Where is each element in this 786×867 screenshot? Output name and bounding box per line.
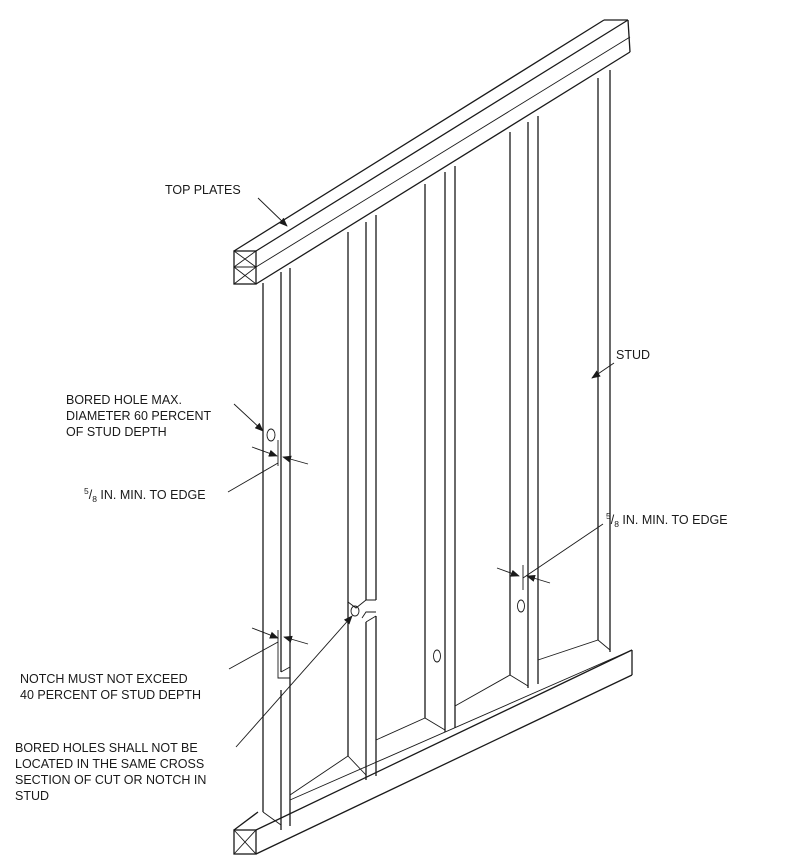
svg-text:SECTION OF CUT OR NOTCH IN: SECTION OF CUT OR NOTCH IN xyxy=(15,773,206,787)
label-bored-holes-cross-section: BORED HOLES SHALL NOT BE LOCATED IN THE … xyxy=(15,741,206,803)
leader-lines xyxy=(227,197,615,748)
top-plates xyxy=(233,19,631,285)
svg-text:DIAMETER 60 PERCENT: DIAMETER 60 PERCENT xyxy=(66,409,212,423)
bored-hole-4 xyxy=(517,599,525,613)
bored-hole-3 xyxy=(433,649,441,663)
bored-hole-1 xyxy=(266,428,276,442)
label-edge-right: 5/8 IN. MIN. TO EDGE xyxy=(606,511,728,529)
bored-hole-2 xyxy=(350,605,360,617)
svg-text:BORED HOLES SHALL NOT BE: BORED HOLES SHALL NOT BE xyxy=(15,741,198,755)
svg-text:OF STUD DEPTH: OF STUD DEPTH xyxy=(66,425,167,439)
svg-text:40 PERCENT OF STUD DEPTH: 40 PERCENT OF STUD DEPTH xyxy=(20,688,201,702)
svg-text:LOCATED IN THE SAME CROSS: LOCATED IN THE SAME CROSS xyxy=(15,757,204,771)
label-edge-left: 5/8 IN. MIN. TO EDGE xyxy=(84,486,206,504)
label-bored-hole-max: BORED HOLE MAX. DIAMETER 60 PERCENT OF S… xyxy=(66,393,212,439)
svg-text:STUD: STUD xyxy=(15,789,49,803)
label-notch: NOTCH MUST NOT EXCEED 40 PERCENT OF STUD… xyxy=(20,672,201,702)
studs xyxy=(262,70,611,830)
label-top-plates: TOP PLATES xyxy=(165,183,241,197)
svg-text:BORED HOLE MAX.: BORED HOLE MAX. xyxy=(66,393,182,407)
bottom-plate xyxy=(233,649,633,855)
svg-text:NOTCH MUST NOT EXCEED: NOTCH MUST NOT EXCEED xyxy=(20,672,188,686)
label-stud: STUD xyxy=(616,348,650,362)
